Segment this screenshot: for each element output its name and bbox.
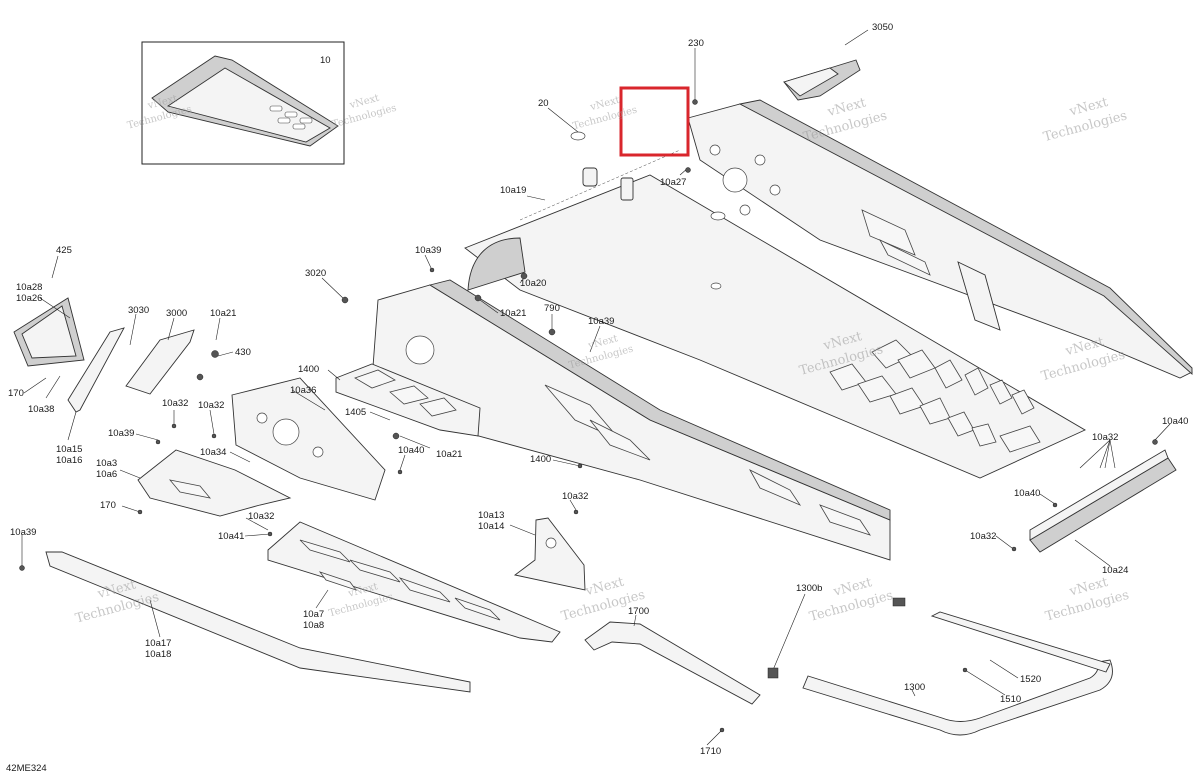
corner-bracket — [513, 517, 586, 591]
callout-10a39-mid: 10a39 — [588, 316, 614, 327]
callout-10a40-right: 10a40 — [1162, 416, 1188, 427]
callout-labels: 3050 230 20 10a27 10a19 10a39 3020 10a20… — [6, 22, 1188, 774]
callout-10a32-r3: 10a32 — [970, 531, 996, 542]
callout-3020: 3020 — [305, 268, 326, 279]
callout-10a40-mid: 10a40 — [398, 445, 424, 456]
inset-label: 10 — [320, 55, 331, 66]
callout-170-low: 170 — [100, 500, 116, 511]
lower-footrest — [267, 521, 561, 643]
callout-230: 230 — [688, 38, 704, 49]
callout-10a32-d: 10a32 — [248, 511, 274, 522]
callout-10a32-c: 10a32 — [562, 491, 588, 502]
callout-10a40-r2: 10a40 — [1014, 488, 1040, 499]
callout-10a39-left: 10a39 — [108, 428, 134, 439]
callout-10a17: 10a17 — [145, 638, 171, 649]
callout-1700: 1700 — [628, 606, 649, 617]
callout-10a26: 10a26 — [16, 293, 42, 304]
callout-10a41: 10a41 — [218, 531, 244, 542]
callout-1405: 1405 — [345, 407, 366, 418]
callout-10a32-b: 10a32 — [198, 400, 224, 411]
callout-10a39-far: 10a39 — [10, 527, 36, 538]
callout-10a6: 10a6 — [96, 469, 117, 480]
callout-1510: 1510 — [1000, 694, 1021, 705]
callout-10a27: 10a27 — [660, 177, 686, 188]
callout-3030: 3030 — [128, 305, 149, 316]
runner-part — [584, 621, 761, 705]
callout-10a32-right: 10a32 — [1092, 432, 1118, 443]
callout-10a19: 10a19 — [500, 185, 526, 196]
left-tunnel-side — [371, 279, 891, 561]
callout-1400-low: 1400 — [530, 454, 551, 465]
callout-10a7: 10a7 — [303, 609, 324, 620]
callout-10a20: 10a20 — [520, 278, 546, 289]
callout-10a14: 10a14 — [478, 521, 504, 532]
tunnel-slots — [829, 339, 1041, 453]
footrest-bracket — [335, 363, 481, 437]
callout-10a15: 10a15 — [56, 444, 82, 455]
callout-1710: 1710 — [700, 746, 721, 757]
callout-170-top: 170 — [8, 388, 24, 399]
callout-10a21-mid: 10a21 — [500, 308, 526, 319]
rear-crossbar — [1029, 449, 1177, 553]
left-components — [13, 297, 219, 413]
callout-10a36: 10a36 — [290, 385, 316, 396]
callout-10a24: 10a24 — [1102, 565, 1128, 576]
callout-10a13: 10a13 — [478, 510, 504, 521]
callout-425: 425 — [56, 245, 72, 256]
leader-lines — [21, 29, 1171, 746]
callout-3050: 3050 — [872, 22, 893, 33]
right-rail — [687, 99, 1193, 379]
highlight-box — [619, 86, 690, 157]
side-plate — [231, 377, 386, 501]
callout-1520: 1520 — [1020, 674, 1041, 685]
lower-long-rail — [45, 551, 471, 693]
callout-1300b: 1300b — [796, 583, 822, 594]
callout-430: 430 — [235, 347, 251, 358]
callout-10a28: 10a28 — [16, 282, 42, 293]
callout-10a39-top: 10a39 — [415, 245, 441, 256]
watermarks: vNext Technologies vNext Technologies vN… — [74, 93, 1131, 627]
callout-790: 790 — [544, 303, 560, 314]
tunnel-plate — [464, 131, 1086, 479]
callout-10a16: 10a16 — [56, 455, 82, 466]
rear-bumper — [802, 611, 1113, 736]
inset-panel: 10 — [141, 41, 345, 165]
callout-10a18: 10a18 — [145, 649, 171, 660]
callout-10a21-left: 10a21 — [210, 308, 236, 319]
callout-3000: 3000 — [166, 308, 187, 319]
callout-10a8: 10a8 — [303, 620, 324, 631]
callout-1400-top: 1400 — [298, 364, 319, 375]
callout-20: 20 — [538, 98, 549, 109]
callout-10a32-a: 10a32 — [162, 398, 188, 409]
front-bracket — [137, 449, 292, 517]
diagram-code: 42ME324 — [6, 763, 47, 774]
callout-10a34: 10a34 — [200, 447, 226, 458]
fasteners — [19, 99, 1158, 733]
callout-1300: 1300 — [904, 682, 925, 693]
callout-10a21-low: 10a21 — [436, 449, 462, 460]
callout-10a38: 10a38 — [28, 404, 54, 415]
top-bracket — [783, 59, 861, 101]
callout-10a3: 10a3 — [96, 458, 117, 469]
